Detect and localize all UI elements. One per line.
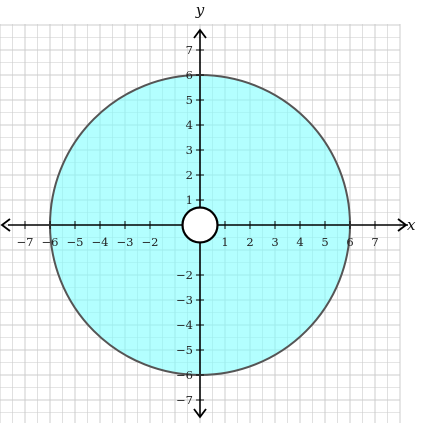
y-axis-label: y [195, 1, 205, 19]
y-tick-label: 3 [186, 143, 193, 157]
y-tick-label: −4 [176, 318, 193, 332]
tick-labels: −7 −6 −5 −4 −3 −2 1 2 3 4 5 6 7 7 6 5 4 3 2 1 −2 −3 −4 −5 −6 −7 [17, 43, 379, 407]
y-tick-label: 4 [186, 118, 193, 132]
x-tick-label: −3 [117, 235, 134, 249]
x-tick-label: −5 [67, 235, 84, 249]
x-axis-label: x [407, 216, 416, 234]
y-tick-label: −3 [176, 293, 193, 307]
x-tick-label: 3 [271, 235, 278, 249]
x-tick-label: −6 [42, 235, 59, 249]
x-tick-label: 5 [321, 235, 328, 249]
x-tick-label: −2 [142, 235, 159, 249]
y-tick-label: 1 [186, 193, 193, 207]
y-axis-arrow-down [193, 408, 207, 419]
y-tick-label: −5 [176, 343, 193, 357]
x-tick-label: 6 [346, 235, 353, 249]
x-tick-label: −7 [17, 235, 34, 249]
tick-marks [24, 49, 376, 401]
x-axis-arrow-left [0, 218, 11, 232]
y-tick-label: 2 [186, 168, 193, 182]
x-axis-arrow-right [397, 218, 408, 232]
y-tick-label: −7 [176, 393, 193, 407]
inner-circle [181, 206, 219, 244]
x-tick-label: 4 [296, 235, 303, 249]
y-tick-label: 7 [186, 43, 193, 57]
x-tick-label: −4 [92, 235, 109, 249]
y-tick-label: −2 [176, 268, 193, 282]
x-tick-label: 2 [246, 235, 253, 249]
x-tick-label: 7 [371, 235, 378, 249]
y-axis-arrow-up [193, 28, 207, 39]
y-tick-label: 6 [186, 68, 193, 82]
y-tick-label: 5 [186, 93, 193, 107]
y-tick-label: −6 [176, 368, 193, 382]
x-tick-label: 1 [221, 235, 228, 249]
